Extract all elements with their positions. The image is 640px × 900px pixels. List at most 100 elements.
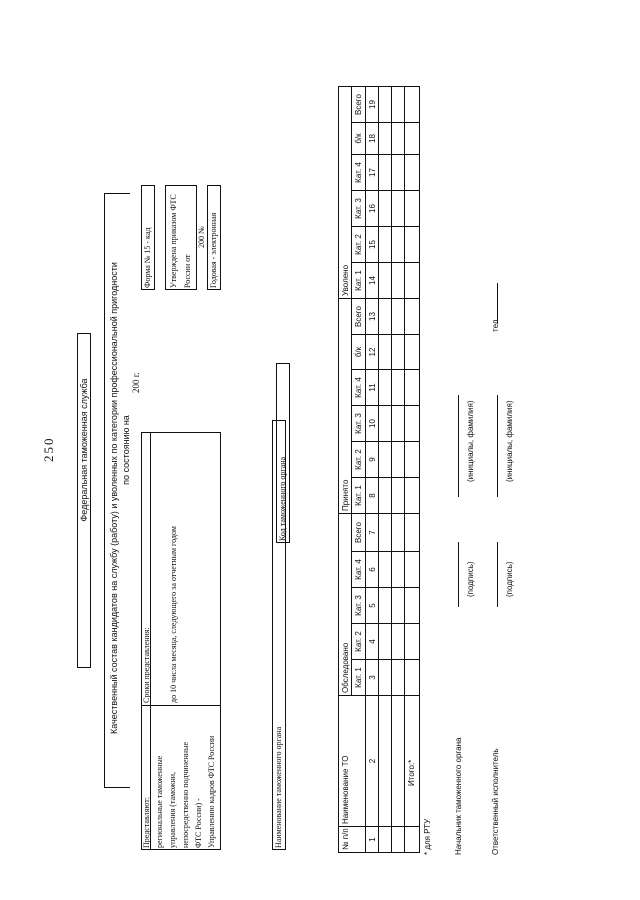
table-cell[interactable] <box>379 551 392 587</box>
table-cell[interactable] <box>392 405 405 441</box>
table-cell[interactable] <box>392 441 405 477</box>
table-cell[interactable] <box>392 513 405 551</box>
table-cell[interactable] <box>392 623 405 659</box>
form-number-box <box>141 185 155 290</box>
table-cell[interactable] <box>379 513 392 551</box>
subheader-fired-3: Кат. 3 <box>352 190 366 226</box>
subheader-hired-6: Всего <box>352 298 366 334</box>
org-name-field <box>272 420 286 850</box>
table-cell[interactable] <box>379 154 392 190</box>
table-cell[interactable] <box>379 659 392 695</box>
total-cell[interactable] <box>405 190 420 226</box>
column-number-6: 6 <box>366 551 379 587</box>
column-number-16: 16 <box>366 190 379 226</box>
table-cell[interactable] <box>392 369 405 405</box>
table-cell[interactable] <box>379 122 392 154</box>
table-cell[interactable] <box>392 190 405 226</box>
table-cell[interactable] <box>392 226 405 262</box>
subheader-examined-4: Кат. 4 <box>352 551 366 587</box>
head-initials-hint: (инициалы, фамилия) <box>466 400 475 482</box>
subheader-examined-2: Кат. 2 <box>352 623 366 659</box>
org-name-label: Наименование таможенного органа <box>274 726 283 848</box>
total-cell[interactable] <box>405 369 420 405</box>
column-number-19: 19 <box>366 86 379 122</box>
head-signature-label: Начальник таможенного органа <box>454 737 463 855</box>
table-cell[interactable] <box>379 405 392 441</box>
table-cell[interactable] <box>392 122 405 154</box>
deadline-text: до 10 числа месяца, следующего за отчетн… <box>169 526 178 703</box>
table-cell[interactable] <box>392 477 405 513</box>
head-signature-hint: (подпись) <box>466 561 475 597</box>
total-cell[interactable] <box>405 298 420 334</box>
report-year: 200 г. <box>131 372 141 393</box>
table-cell[interactable] <box>379 623 392 659</box>
total-cell[interactable] <box>405 226 420 262</box>
subheader-hired-5: б/к <box>352 334 366 369</box>
table-cell[interactable] <box>392 154 405 190</box>
subheader-hired-1: Кат. 1 <box>352 477 366 513</box>
total-cell[interactable] <box>405 623 420 659</box>
total-cell[interactable] <box>405 122 420 154</box>
page-number: 250 <box>41 436 56 463</box>
total-cell[interactable] <box>405 262 420 298</box>
table-cell[interactable] <box>379 226 392 262</box>
submitters-text: региональные таможенные управления (тамо… <box>155 735 216 848</box>
table-cell[interactable] <box>392 695 405 826</box>
total-cell[interactable] <box>405 405 420 441</box>
column-number-7: 7 <box>366 513 379 551</box>
periodicity-box <box>207 185 221 290</box>
executor-initials-hint: (инициалы, фамилия) <box>505 400 514 482</box>
table-cell[interactable] <box>379 695 392 826</box>
total-cell[interactable] <box>405 334 420 369</box>
phone-label: тел. <box>491 317 500 332</box>
table-cell[interactable] <box>379 477 392 513</box>
group-examined-header: Обследовано <box>338 513 352 695</box>
table-cell[interactable] <box>379 826 392 853</box>
total-cell[interactable] <box>405 659 420 695</box>
table-cell[interactable] <box>379 369 392 405</box>
table-cell[interactable] <box>392 298 405 334</box>
table-cell[interactable] <box>392 86 405 122</box>
approval-text: Утверждена приказом ФТС России от 200 № <box>169 194 206 288</box>
approval-box <box>165 185 197 290</box>
form-number: Форма № 15 - кад <box>143 227 152 288</box>
table-cell[interactable] <box>392 659 405 695</box>
table-cell[interactable] <box>392 262 405 298</box>
column-number-11: 11 <box>366 369 379 405</box>
column-number-4: 4 <box>366 623 379 659</box>
col-name-header: Наименование ТО <box>338 695 366 826</box>
table-cell[interactable] <box>392 551 405 587</box>
table-cell[interactable] <box>379 190 392 226</box>
footnote: * для РТУ <box>423 818 432 855</box>
total-cell[interactable] <box>405 86 420 122</box>
column-number-2: 2 <box>366 695 379 826</box>
table-cell[interactable] <box>379 334 392 369</box>
subheader-hired-4: Кат. 4 <box>352 369 366 405</box>
table-cell[interactable] <box>379 262 392 298</box>
total-cell[interactable] <box>405 154 420 190</box>
total-cell[interactable] <box>405 441 420 477</box>
column-number-5: 5 <box>366 587 379 623</box>
total-row-label: Итого:* <box>405 695 420 826</box>
submitters-block <box>141 432 221 850</box>
subheader-hired-2: Кат. 2 <box>352 441 366 477</box>
total-cell[interactable] <box>405 477 420 513</box>
subheader-fired-2: Кат. 2 <box>352 226 366 262</box>
table-cell[interactable] <box>379 441 392 477</box>
total-cell[interactable] <box>405 551 420 587</box>
total-cell[interactable] <box>405 826 420 853</box>
table-cell[interactable] <box>392 587 405 623</box>
table-cell[interactable] <box>379 298 392 334</box>
table-cell[interactable] <box>392 334 405 369</box>
total-cell[interactable] <box>405 513 420 551</box>
table-cell[interactable] <box>379 587 392 623</box>
table-cell[interactable] <box>379 86 392 122</box>
total-cell[interactable] <box>405 587 420 623</box>
table-cell[interactable] <box>392 826 405 853</box>
periodicity: Годовая - электронная <box>209 212 218 288</box>
agency-title: Федеральная таможенная служба <box>79 378 89 522</box>
column-number-12: 12 <box>366 334 379 369</box>
submitters-label: Представляют: <box>142 797 151 848</box>
subheader-examined-3: Кат. 3 <box>352 587 366 623</box>
subheader-fired-5: б/к <box>352 122 366 154</box>
